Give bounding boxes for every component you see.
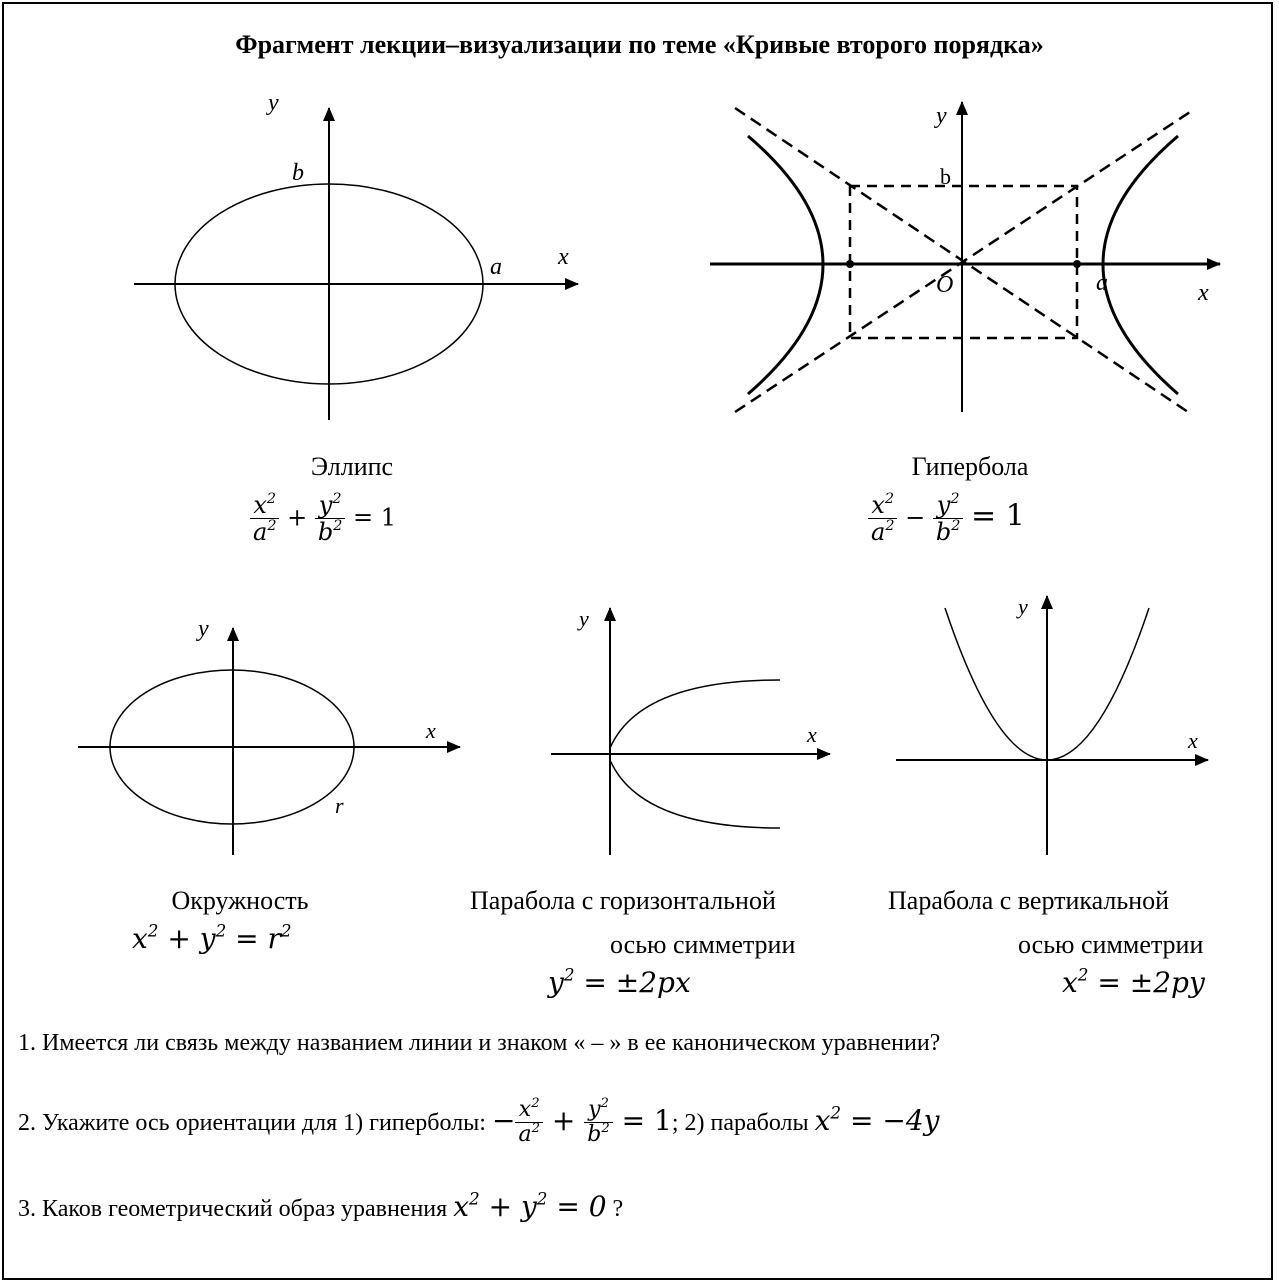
question-2-text-2: ; 2) параболы (671, 1110, 809, 1137)
circle-curve (109, 669, 355, 825)
parabola-v-diagram: y x (896, 594, 1209, 855)
question-3-equation: x2 + y2 = 0 (453, 1188, 607, 1223)
parabola-v-curve (944, 607, 1150, 761)
circle-x-label: x (425, 718, 436, 743)
ellipse-name: Эллипс (310, 452, 394, 481)
ellipse-b-label: b (292, 160, 304, 186)
hyperbola-asymptote-1 (734, 106, 1189, 414)
parabola-h-x-label: x (806, 722, 817, 747)
circle-name: Окружность (171, 886, 309, 915)
ellipse-x-label: x (557, 244, 569, 270)
question-2-parabola-equation: x2 = −4y (814, 1102, 940, 1138)
question-3-end: ? (612, 1196, 624, 1222)
ellipse-curve (174, 183, 484, 385)
parabola-h-y-label: y (577, 606, 589, 631)
question-1: 1. Имеется ли связь между названием лини… (18, 1030, 941, 1056)
question-2: 2. Укажите ось ориентации для 1) гипербо… (18, 1095, 940, 1148)
question-2-text-1: 2. Укажите ось ориентации для 1) гипербо… (18, 1110, 486, 1137)
circle-r-label: r (335, 793, 344, 818)
parabola-h-upper-branch (609, 679, 781, 749)
hyperbola-left-branch (747, 134, 825, 396)
question-3: 3. Каков геометрический образ уравнения … (18, 1190, 623, 1223)
parabola-v-name-line2: осью симметрии (1018, 930, 1204, 959)
parabola-h-name-line2: осью симметрии (610, 930, 796, 959)
ellipse-diagram: y b a x (134, 90, 579, 420)
parabola-v-equation: x2 = ±2py (1062, 964, 1205, 999)
hyperbola-x-label: x (1197, 280, 1209, 306)
hyperbola-right-vertex (1073, 260, 1081, 268)
question-3-text: 3. Каков геометрический образ уравнения (18, 1196, 448, 1222)
ellipse-y-label: y (266, 90, 279, 116)
hyperbola-right-branch (1101, 134, 1179, 396)
hyperbola-left-vertex (846, 260, 854, 268)
hyperbola-name: Гипербола (911, 452, 1029, 481)
circle-diagram: y x r (78, 616, 461, 855)
parabola-h-name-line1: Парабола с горизонтальной (470, 886, 776, 915)
hyperbola-y-label: y (934, 103, 947, 129)
hyperbola-diagram: y b O a x (710, 101, 1221, 414)
circle-equation: x2 + y2 = r2 (132, 920, 292, 955)
page-title: Фрагмент лекции–визуализации по теме «Кр… (235, 30, 1044, 59)
parabola-v-name-line1: Парабола с вертикальной (888, 886, 1170, 915)
circle-y-label: y (196, 616, 209, 642)
parabola-v-y-label: y (1016, 594, 1028, 619)
ellipse-a-label: a (490, 254, 502, 280)
hyperbola-asymptote-2 (734, 110, 1191, 414)
parabola-v-x-label: x (1187, 728, 1198, 753)
hyperbola-a-label: a (1096, 270, 1108, 296)
parabola-h-equation: y2 = ±2px (548, 964, 691, 999)
hyperbola-o-label: O (936, 272, 953, 298)
parabola-h-diagram: y x (551, 606, 831, 855)
hyperbola-b-label: b (940, 164, 951, 189)
parabola-h-lower-branch (609, 759, 781, 829)
